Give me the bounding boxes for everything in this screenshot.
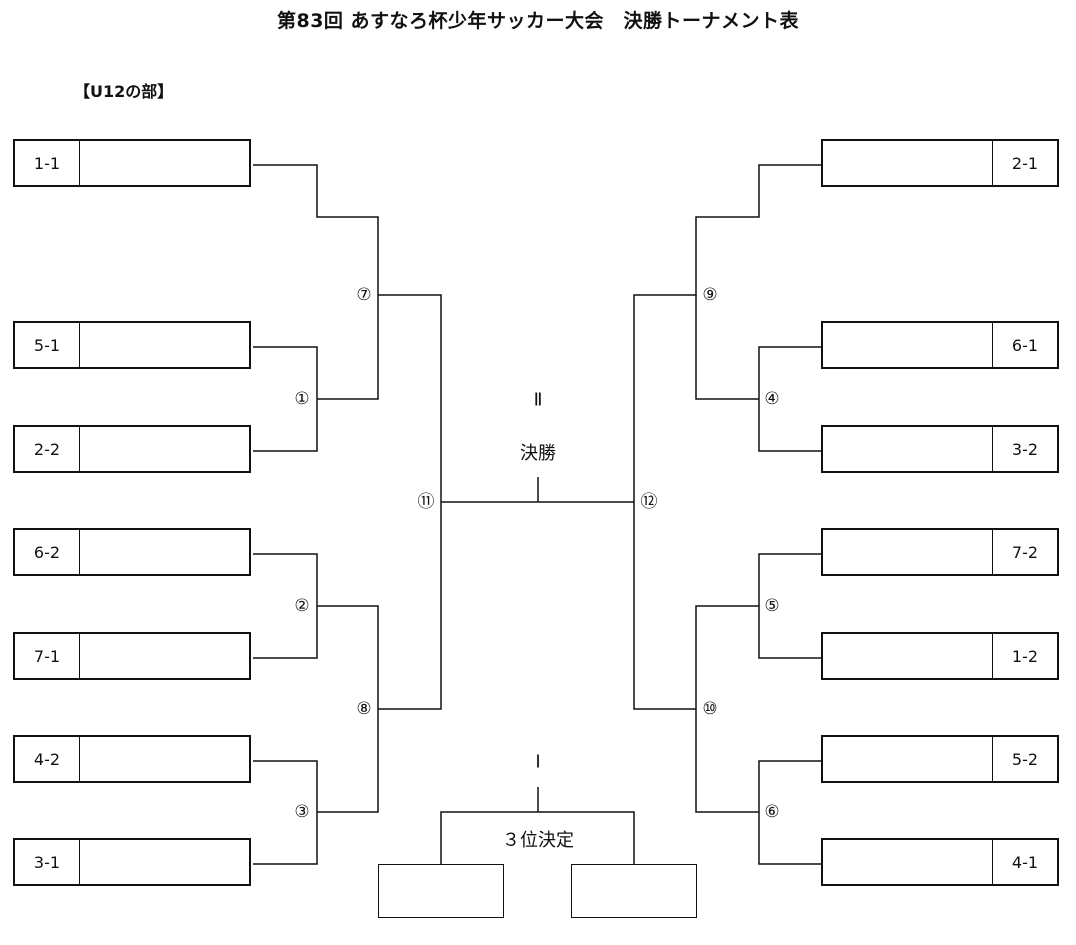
team-seed: 7-2	[992, 530, 1057, 574]
team-name-blank	[80, 427, 249, 471]
team-box-right-6: 5-2	[821, 735, 1059, 783]
match-label-3: ③	[293, 802, 311, 822]
final-numeral: Ⅱ	[533, 389, 543, 411]
bracket-line	[633, 502, 696, 710]
team-name-blank	[80, 737, 249, 781]
team-seed: 5-1	[15, 323, 80, 367]
match-label-12: ⑫	[639, 492, 659, 512]
team-name-blank	[823, 737, 992, 781]
team-seed: 6-2	[15, 530, 80, 574]
team-seed: 6-1	[992, 323, 1057, 367]
team-box-right-2: 6-1	[821, 321, 1059, 369]
team-name-blank	[80, 634, 249, 678]
team-box-right-7: 4-1	[821, 838, 1059, 886]
final-label: 決勝	[520, 443, 556, 464]
page-title: 第83回 あすなろ杯少年サッカー大会 決勝トーナメント表	[276, 10, 800, 32]
match-label-9: ⑨	[701, 285, 719, 305]
bracket-line	[695, 709, 759, 813]
division-label: 【U12の部】	[74, 82, 174, 101]
team-name-blank	[823, 141, 992, 185]
match-label-6: ⑥	[763, 802, 781, 822]
match-label-2: ②	[293, 596, 311, 616]
match-label-7: ⑦	[355, 285, 373, 305]
team-box-left-6: 4-2	[13, 735, 251, 783]
bracket-line	[695, 605, 759, 709]
team-box-left-3: 2-2	[13, 425, 251, 473]
team-name-blank	[80, 840, 249, 884]
match-label-11: ⑪	[416, 492, 436, 512]
third-place-box-right	[571, 864, 697, 918]
bracket-line	[317, 605, 379, 709]
team-box-right-4: 7-2	[821, 528, 1059, 576]
team-box-left-4: 6-2	[13, 528, 251, 576]
third-place-numeral: Ⅰ	[535, 751, 541, 773]
match-label-5: ⑤	[763, 596, 781, 616]
team-seed: 3-1	[15, 840, 80, 884]
team-seed: 1-2	[992, 634, 1057, 678]
team-name-blank	[823, 323, 992, 367]
team-box-right-5: 1-2	[821, 632, 1059, 680]
team-seed: 1-1	[15, 141, 80, 185]
team-seed: 3-2	[992, 427, 1057, 471]
bracket-line	[317, 709, 379, 813]
team-box-left-1: 1-1	[13, 139, 251, 187]
third-place-label: ３位決定	[502, 830, 574, 851]
third-place-box-left	[378, 864, 504, 918]
team-name-blank	[823, 427, 992, 471]
team-box-right-3: 3-2	[821, 425, 1059, 473]
team-seed: 2-1	[992, 141, 1057, 185]
team-box-right-1: 2-1	[821, 139, 1059, 187]
team-name-blank	[823, 634, 992, 678]
team-box-left-5: 7-1	[13, 632, 251, 680]
team-name-blank	[80, 323, 249, 367]
bracket-line	[633, 164, 823, 502]
match-label-10: ⑩	[701, 699, 719, 719]
team-name-blank	[823, 840, 992, 884]
match-label-1: ①	[293, 389, 311, 409]
team-box-left-7: 3-1	[13, 838, 251, 886]
team-name-blank	[80, 530, 249, 574]
team-box-left-2: 5-1	[13, 321, 251, 369]
bracket-line	[440, 811, 635, 864]
team-seed: 4-2	[15, 737, 80, 781]
match-label-8: ⑧	[355, 699, 373, 719]
team-seed: 7-1	[15, 634, 80, 678]
team-name-blank	[823, 530, 992, 574]
bracket-line	[378, 502, 442, 710]
bracket-line	[695, 295, 759, 400]
team-seed: 4-1	[992, 840, 1057, 884]
bracket-line	[253, 164, 442, 502]
team-name-blank	[80, 141, 249, 185]
match-label-4: ④	[763, 389, 781, 409]
bracket-line	[317, 295, 379, 400]
team-seed: 5-2	[992, 737, 1057, 781]
team-seed: 2-2	[15, 427, 80, 471]
